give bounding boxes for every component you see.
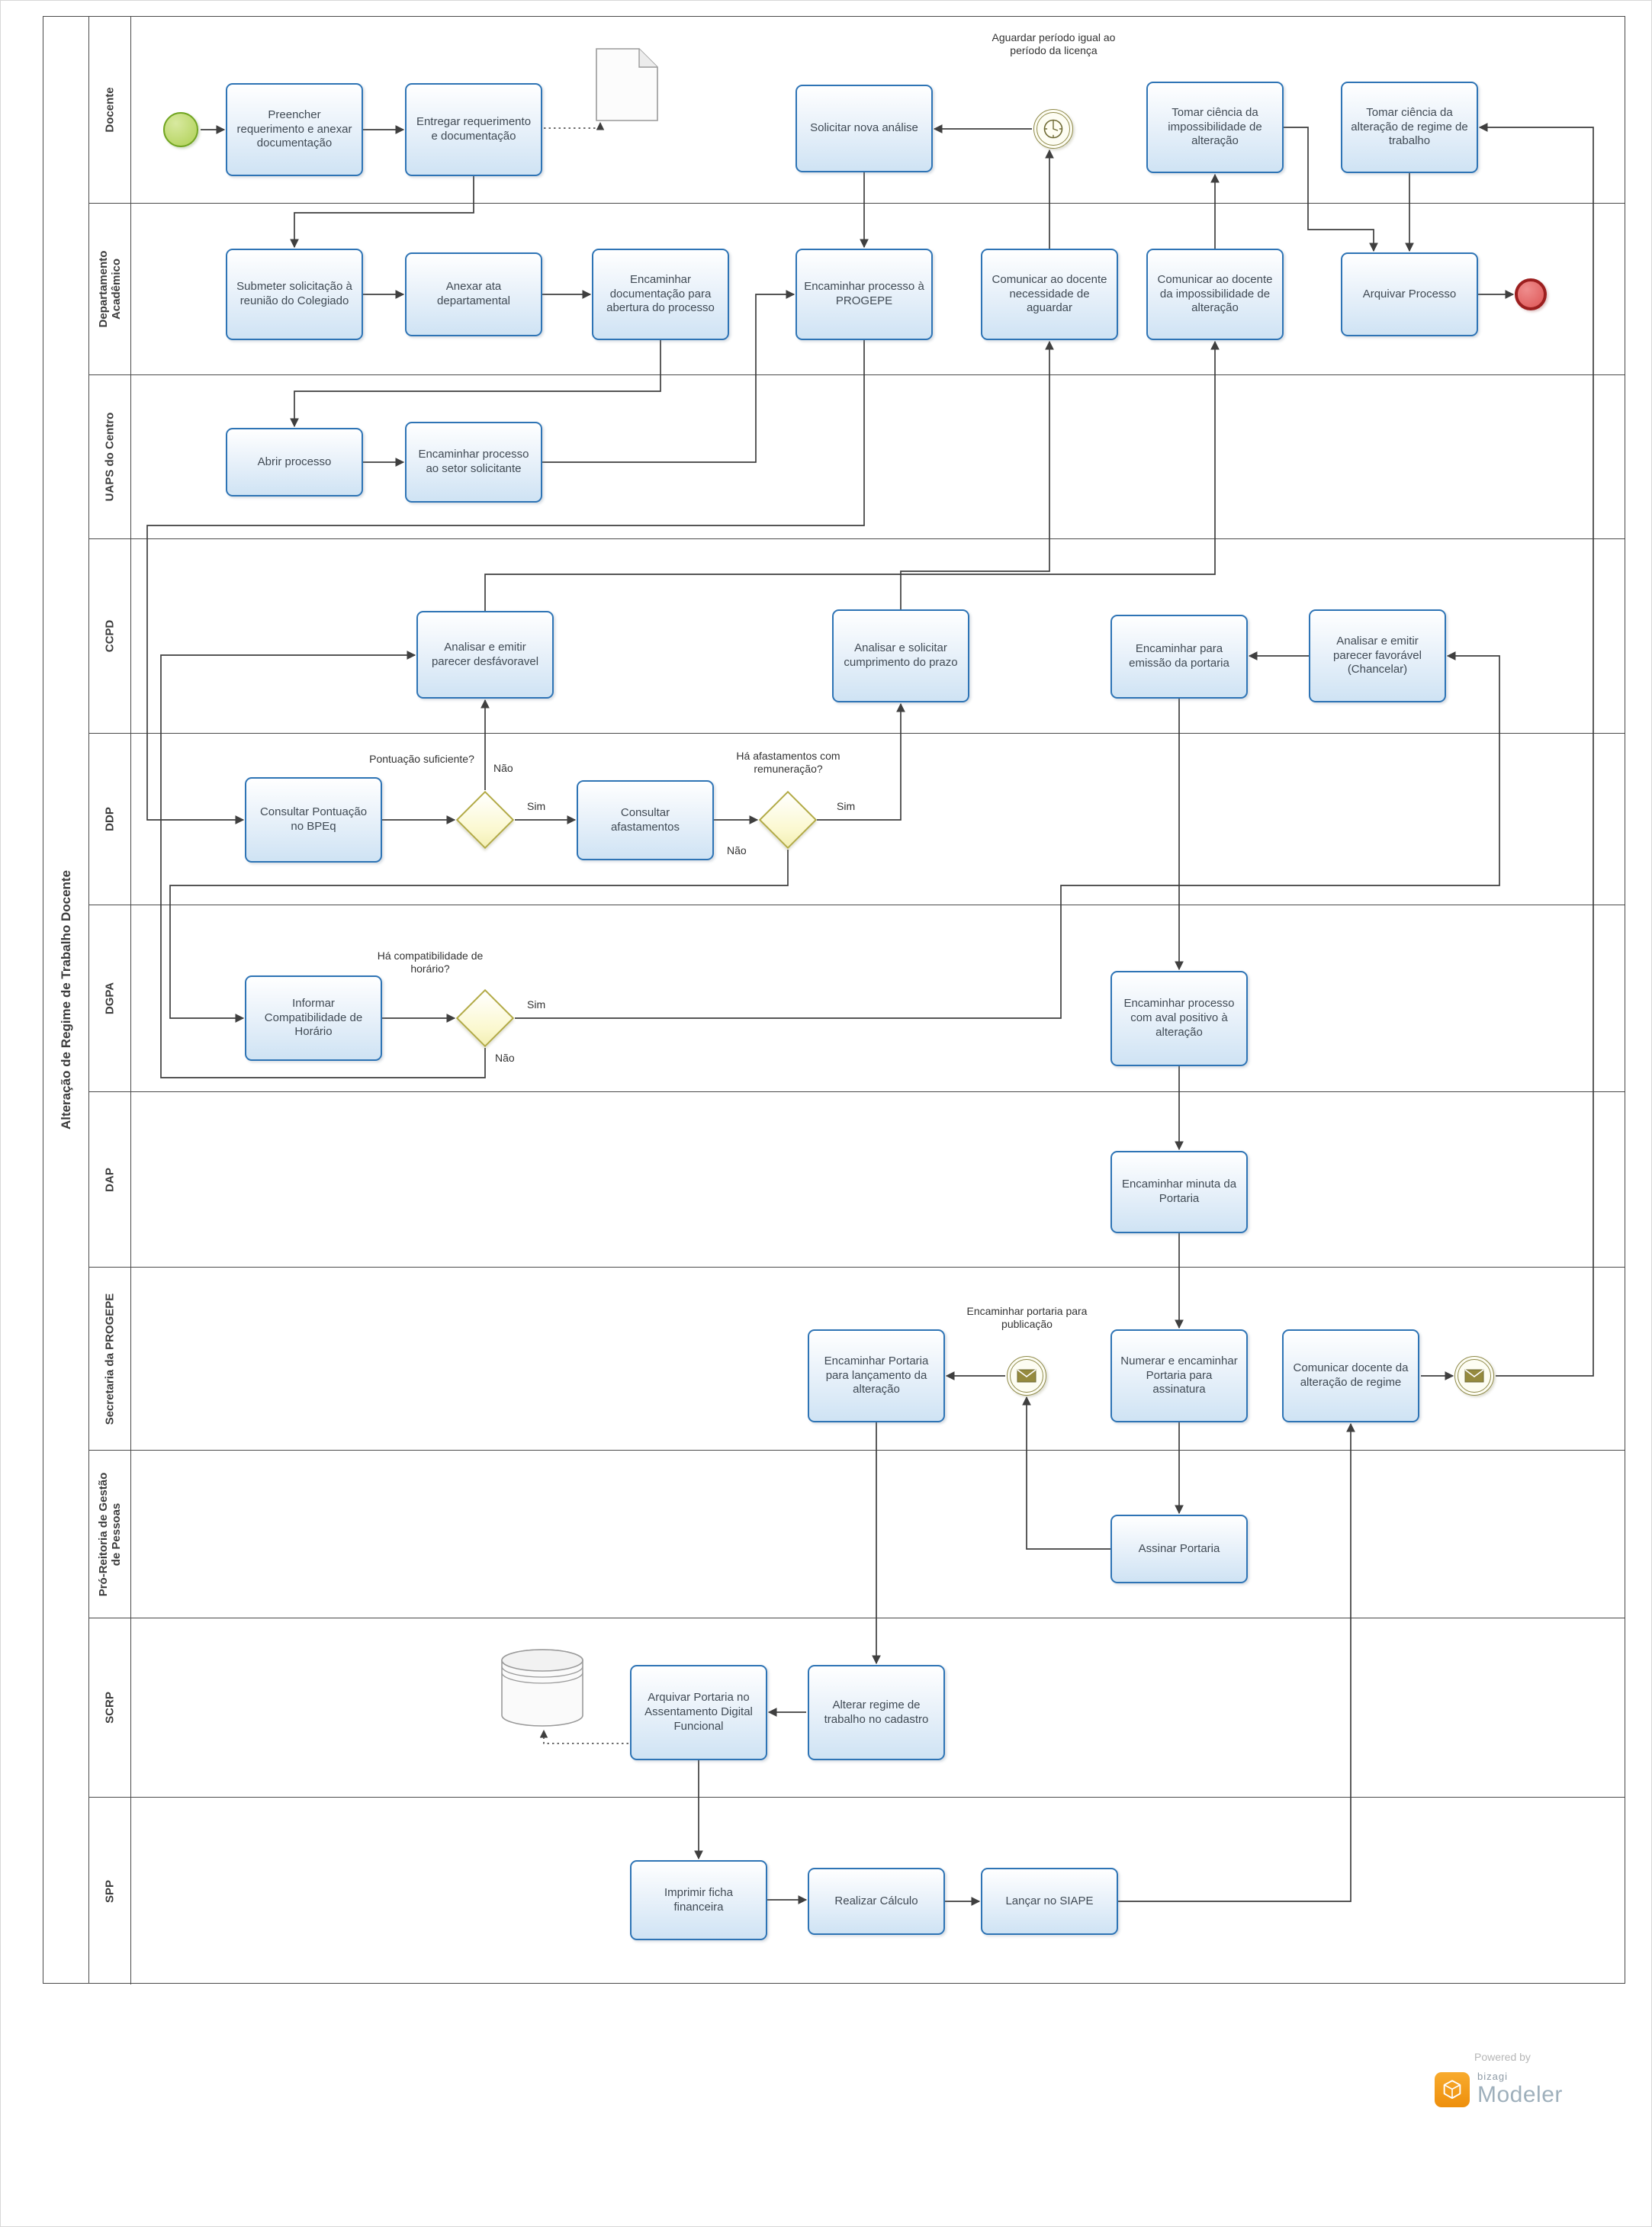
flow-label-nao: Não <box>493 762 513 774</box>
bizagi-wordmark: bizagi <box>1477 2071 1508 2082</box>
task-anexar-ata: Anexar ata departamental <box>405 252 542 336</box>
gateway-question-afastamentos: Há afastamentos com remuneração? <box>736 750 840 775</box>
gateway-question-pontuacao: Pontuação suficiente? <box>369 753 474 765</box>
bizagi-branding: Powered by bizagi Modeler <box>1435 2051 1633 2108</box>
flow-label-nao: Não <box>495 1052 515 1064</box>
task-portaria-lancamento: Encaminhar Portaria para lançamento da a… <box>808 1329 945 1422</box>
envelope-icon <box>1017 1369 1037 1383</box>
task-minuta-portaria: Encaminhar minuta da Portaria <box>1110 1151 1248 1233</box>
flow-entregar-submeter <box>290 176 474 249</box>
task-solicitar-nova-analise: Solicitar nova análise <box>795 85 933 172</box>
flow-assinar-msg1 <box>1022 1396 1110 1550</box>
task-encaminhar-emissao: Encaminhar para emissão da portaria <box>1110 615 1248 699</box>
task-numerar-portaria: Numerar e encaminhar Portaria para assin… <box>1110 1329 1248 1422</box>
task-assinar-portaria: Assinar Portaria <box>1110 1515 1248 1583</box>
flow-cumprimento-comunicaraguardar <box>900 340 1054 609</box>
lane-uaps-do-centro: UAPS do Centro <box>89 375 1625 539</box>
task-parecer-desfavoravel: Analisar e emitir parecer desfávoravel <box>416 611 554 699</box>
timer-event <box>1033 109 1073 149</box>
lane-ddp: DDP <box>89 734 1625 905</box>
flow-label-sim: Sim <box>527 800 546 812</box>
timer-event-label: Aguardar período igual ao período da lic… <box>992 31 1116 56</box>
task-realizar-calculo: Realizar Cálculo <box>808 1868 945 1935</box>
end-event <box>1515 278 1547 310</box>
task-solicitar-cumprimento: Analisar e solicitar cumprimento do praz… <box>832 609 969 702</box>
task-abrir-processo: Abrir processo <box>226 428 363 496</box>
lane-ccpd: CCPD <box>89 539 1625 734</box>
task-encaminhar-documentacao: Encaminhar documentação para abertura do… <box>592 249 729 340</box>
flow-gw2-nao-compatibilidade <box>169 850 789 1023</box>
flow-tomarcienciaimposs-arquivar <box>1284 127 1378 252</box>
task-comunicar-alteracao: Comunicar docente da alteração de regime <box>1282 1329 1419 1422</box>
flow-progepe-consultarpontuacao <box>146 340 865 824</box>
task-aval-positivo: Encaminhar processo com aval positivo à … <box>1110 971 1248 1066</box>
task-preencher-requerimento: Preencher requerimento e anexar document… <box>226 83 363 176</box>
task-encaminhar-progepe: Encaminhar processo à PROGEPE <box>795 249 933 340</box>
flow-label-nao: Não <box>727 844 747 856</box>
task-informar-compatibilidade: Informar Compatibilidade de Horário <box>245 975 382 1061</box>
database-icon <box>500 1647 584 1733</box>
lane-docente: Docente <box>89 17 1625 204</box>
task-arquivar-portaria: Arquivar Portaria no Assentamento Digita… <box>630 1665 767 1760</box>
flow-gw3-nao-desfavoravel <box>160 651 486 1078</box>
task-entregar-requerimento: Entregar requerimento e documentação <box>405 83 542 176</box>
lane-pro-reitoria: Pró-Reitoria de Gestão de Pessoas <box>89 1451 1625 1618</box>
lane-scrp: SCRP <box>89 1618 1625 1798</box>
flow-gw2-sim-cumprimento <box>817 702 905 821</box>
flow-msg2-tomarciencialteracao <box>1478 123 1594 1377</box>
task-encaminhar-setor: Encaminhar processo ao setor solicitante <box>405 422 542 503</box>
flow-gw3-sim-favoravel <box>515 651 1500 1019</box>
task-comunicar-impossibilidade: Comunicar ao docente da impossibilidade … <box>1146 249 1284 340</box>
flow-label-sim: Sim <box>837 800 856 812</box>
lane-dgpa: DGPA <box>89 905 1625 1092</box>
clock-icon <box>1043 119 1063 139</box>
lane-departamento-academico: Departamento Acadêmico <box>89 204 1625 375</box>
task-arquivar-processo: Arquivar Processo <box>1341 252 1478 336</box>
pool-title-strip: Alteração de Regime de Trabalho Docente <box>43 17 89 1983</box>
modeler-wordmark: Modeler <box>1477 2082 1563 2107</box>
envelope-icon <box>1464 1369 1484 1383</box>
message-event-label: Encaminhar portaria para publicação <box>966 1305 1088 1330</box>
task-imprimir-ficha: Imprimir ficha financeira <box>630 1860 767 1940</box>
task-consultar-afastamentos: Consultar afastamentos <box>577 780 714 860</box>
document-icon <box>596 48 658 125</box>
task-consultar-pontuacao: Consultar Pontuação no BPEq <box>245 777 382 863</box>
powered-by-label: Powered by <box>1474 2051 1531 2063</box>
task-submeter-solicitacao: Submeter solicitação à reunião do Colegi… <box>226 249 363 340</box>
start-event <box>163 112 198 147</box>
flow-label-sim: Sim <box>527 998 546 1011</box>
lane-dap: DAP <box>89 1092 1625 1268</box>
bizagi-logo-icon <box>1435 2071 1470 2107</box>
task-lancar-siape: Lançar no SIAPE <box>981 1868 1118 1935</box>
message-event-publicacao <box>1007 1356 1046 1396</box>
message-event-comunicacao <box>1454 1356 1494 1396</box>
task-alterar-regime: Alterar regime de trabalho no cadastro <box>808 1665 945 1760</box>
lane-secretaria-progepe: Secretaria da PROGEPE <box>89 1268 1625 1451</box>
flow-encsetor-progepe <box>542 290 795 463</box>
pool: Alteração de Regime de Trabalho Docente … <box>43 16 1625 1984</box>
gateway-question-compatibilidade: Há compatibilidade de horário? <box>377 950 484 975</box>
flow-encdoc-abrir <box>290 340 661 428</box>
task-tomar-ciencia-impossibilidade: Tomar ciência da impossibilidade de alte… <box>1146 82 1284 173</box>
assoc-arquivarportaria-datastore <box>539 1729 628 1744</box>
task-comunicar-aguardar: Comunicar ao docente necessidade de agua… <box>981 249 1118 340</box>
task-parecer-favoravel: Analisar e emitir parecer favorável (Cha… <box>1309 609 1446 702</box>
flow-siape-comunicaralteracao <box>1118 1422 1355 1902</box>
assoc-entregar-document <box>544 121 605 130</box>
lane-spp: SPP <box>89 1798 1625 1984</box>
task-tomar-ciencia-alteracao: Tomar ciência da alteração de regime de … <box>1341 82 1478 173</box>
flow-desfavoravel-comunicarimpossibilidade <box>484 340 1220 611</box>
